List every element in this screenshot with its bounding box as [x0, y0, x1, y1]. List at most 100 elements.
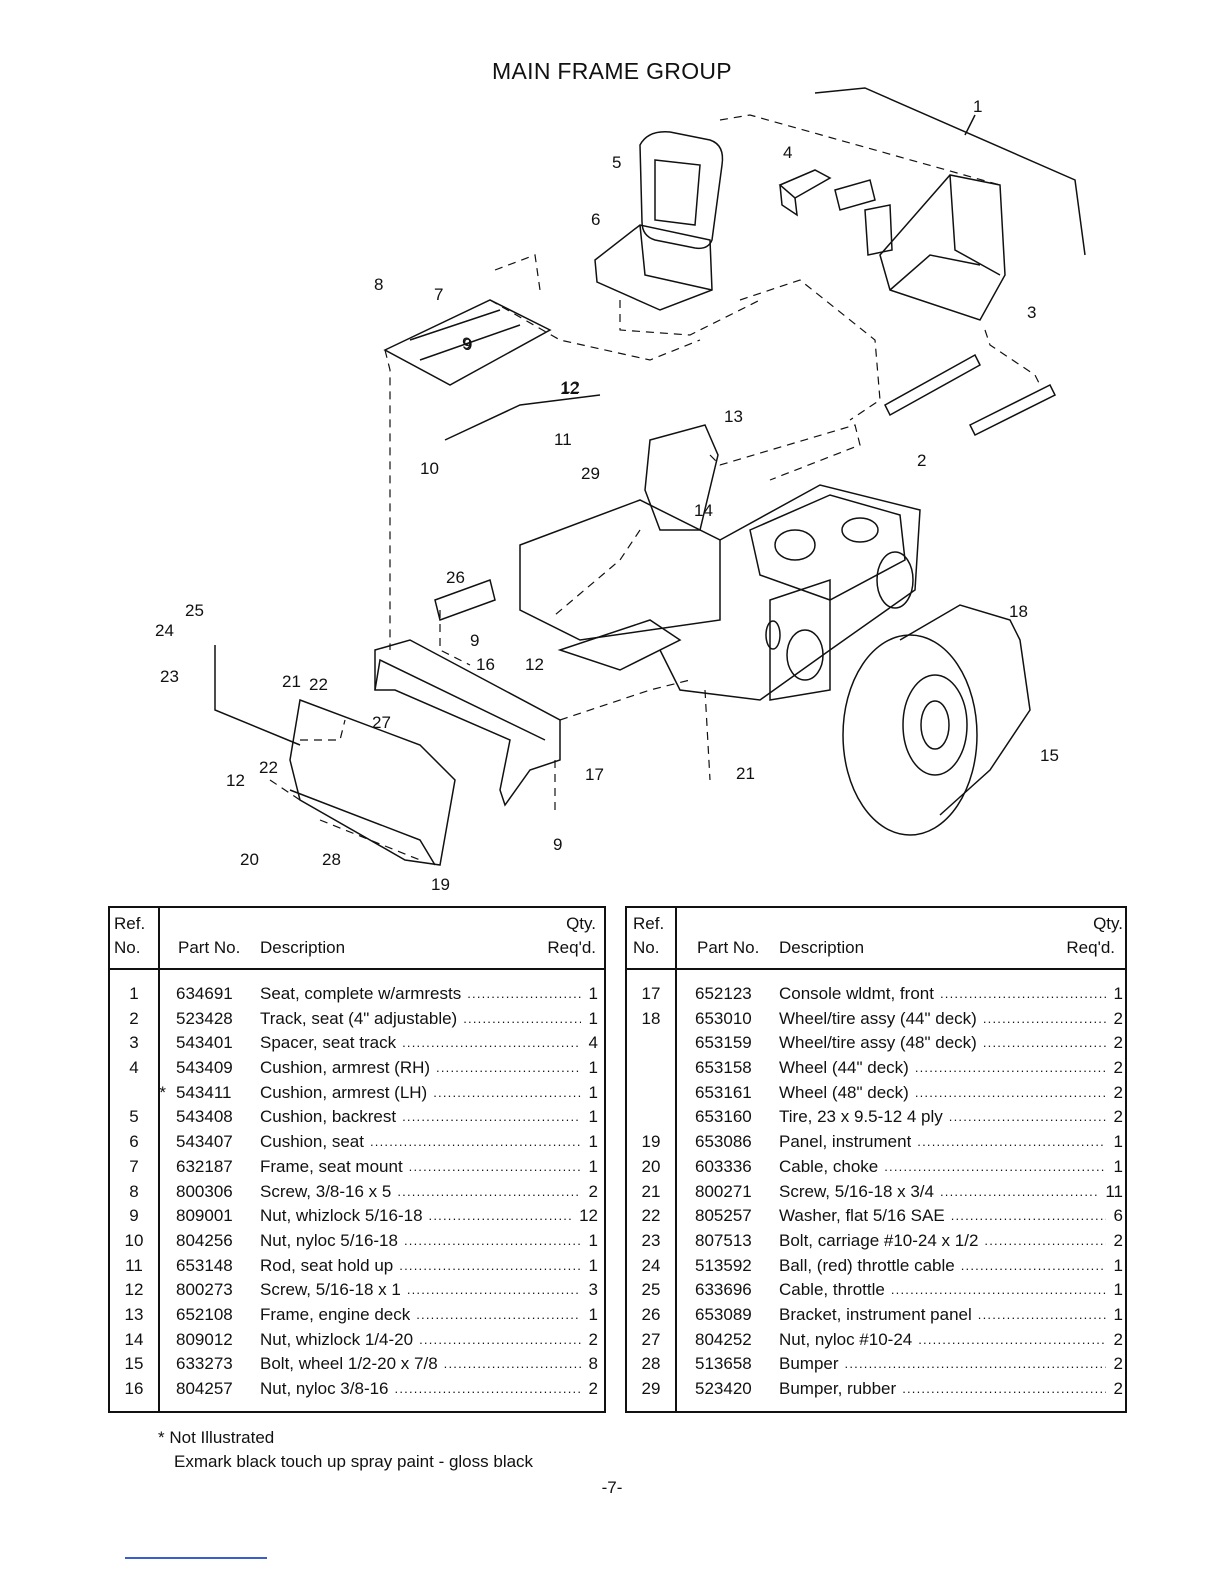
description-cell: Panel, instrument: [779, 1132, 912, 1152]
part-number-cell: 633273: [176, 1354, 233, 1374]
description-cell: Screw, 5/16-18 x 1: [260, 1280, 401, 1300]
ref-cell: 4: [129, 1058, 139, 1078]
dot-leader: ........................................…: [369, 1134, 581, 1150]
part-number-cell: 513658: [695, 1354, 752, 1374]
ref-cell: 7: [129, 1156, 139, 1176]
dot-leader: ........................................…: [984, 1232, 1105, 1248]
description-cell: Cushion, armrest (RH): [260, 1058, 431, 1078]
callout-22: 22: [309, 675, 328, 694]
description-cell: Cushion, seat: [260, 1132, 364, 1152]
callout-16: 16: [476, 655, 495, 674]
dot-leader: ........................................…: [402, 1109, 581, 1125]
dot-leader: ........................................…: [844, 1356, 1106, 1372]
description-cell: Nut, nyloc #10-24: [779, 1329, 913, 1349]
callout-17: 17: [585, 765, 604, 784]
dot-leader: ........................................…: [428, 1208, 572, 1224]
qty-cell: 1: [588, 1107, 598, 1127]
ref-cell: 15: [124, 1354, 144, 1374]
header-reqd: Req'd.: [1066, 938, 1115, 957]
qty-cell: 12: [579, 1206, 598, 1226]
dot-leader: ........................................…: [399, 1257, 581, 1273]
qty-cell: 2: [1113, 1379, 1123, 1398]
parts-table-right: Ref. No. Part No. Description Qty. Req'd…: [625, 906, 1127, 1413]
header-qty: Qty.: [1093, 914, 1123, 933]
callout-9-repeat: 9: [462, 334, 471, 353]
dot-leader: ........................................…: [890, 1282, 1106, 1298]
dot-leader: ........................................…: [419, 1331, 580, 1347]
description-cell: Bracket, instrument panel: [779, 1304, 972, 1324]
main-frame-shape: [519, 499, 721, 641]
table-row: 23 807513 Bolt, carriage #10-24 x 1/2.....…: [627, 1229, 1125, 1254]
qty-cell: 1: [588, 1255, 598, 1275]
callout-21: 21: [282, 672, 301, 691]
description-cell: Bolt, carriage #10-24 x 1/2: [779, 1230, 979, 1250]
qty-cell: 1: [588, 1058, 598, 1078]
part-number-cell: 800271: [695, 1181, 752, 1201]
callout-9-repeat: 9: [553, 835, 562, 854]
dot-leader: ........................................…: [977, 1306, 1106, 1322]
instrument-panel-shape: [289, 698, 456, 866]
qty-cell: 1: [588, 1304, 598, 1324]
callout-12-repeat: 12: [525, 655, 544, 674]
part-number-cell: 543411: [176, 1082, 232, 1102]
part-number-cell: 513592: [695, 1255, 752, 1275]
qty-cell: 1: [588, 1156, 598, 1176]
dot-leader: ........................................…: [914, 1084, 1106, 1100]
footnote-star: *: [158, 1428, 165, 1447]
ref-cell: 24: [641, 1255, 661, 1275]
ref-cell: 1: [129, 984, 139, 1003]
dot-leader: ........................................…: [948, 1109, 1106, 1125]
dot-leader: ........................................…: [917, 1134, 1106, 1150]
qty-cell: 1: [1113, 1280, 1123, 1300]
callout-11: 11: [554, 430, 572, 449]
qty-cell: 2: [1113, 1033, 1123, 1053]
qty-cell: 2: [1113, 1058, 1123, 1078]
part-number-cell: 809001: [176, 1206, 233, 1226]
description-cell: Rod, seat hold up: [260, 1255, 394, 1275]
description-cell: Bumper, rubber: [779, 1379, 897, 1398]
part-number-cell: 804252: [695, 1329, 752, 1349]
ref-cell: 2: [129, 1008, 139, 1028]
ref-cell: 6: [129, 1132, 139, 1152]
description-cell: Screw, 3/8-16 x 5: [260, 1181, 392, 1201]
page-title: MAIN FRAME GROUP: [492, 58, 732, 84]
seat-cushion-shape: [594, 224, 713, 311]
footnote: * Not Illustrated Exmark black touch up …: [158, 1426, 533, 1474]
ref-cell: 9: [129, 1206, 139, 1226]
header-no: No.: [114, 938, 141, 957]
callout-24: 24: [155, 621, 174, 640]
ref-cell: 10: [124, 1230, 144, 1250]
part-number-cell: 523420: [695, 1379, 752, 1398]
header-qty: Qty.: [566, 914, 596, 933]
description-cell: Nut, nyloc 5/16-18: [260, 1230, 398, 1250]
callout-9: 9: [463, 335, 472, 354]
part-number-cell: 807513: [695, 1230, 752, 1250]
part-number-cell: 652123: [695, 984, 752, 1003]
part-number-cell: 809012: [176, 1329, 233, 1349]
description-cell: Frame, seat mount: [260, 1156, 403, 1176]
qty-cell: 1: [588, 984, 598, 1003]
part-number-cell: 652108: [176, 1304, 233, 1324]
ref-cell: 29: [641, 1379, 661, 1398]
description-cell: Screw, 5/16-18 x 3/4: [779, 1181, 934, 1201]
ref-cell: 14: [124, 1329, 144, 1349]
qty-cell: 1: [1113, 984, 1123, 1003]
qty-cell: 2: [1113, 1230, 1123, 1250]
ref-cell: 23: [641, 1230, 661, 1250]
part-number-cell: 800306: [176, 1181, 233, 1201]
ref-cell: 19: [641, 1132, 661, 1152]
callout-15: 15: [1040, 746, 1059, 765]
